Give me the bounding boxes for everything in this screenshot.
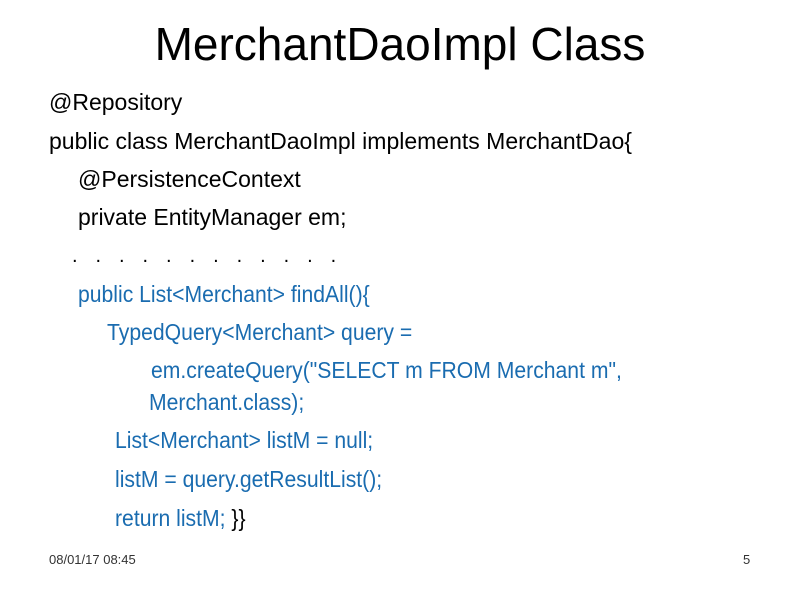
code-line-annotation-persistence-context: @PersistenceContext — [78, 166, 301, 192]
ellipsis-separator: . . . . . . . . . . . . — [72, 245, 343, 267]
footer-date: 08/01/17 08:45 — [49, 552, 136, 567]
code-line-class-declaration: public class MerchantDaoImpl implements … — [49, 128, 632, 154]
code-line-return: return listM; }} — [115, 503, 246, 533]
code-line-list-declaration: List<Merchant> listM = null; — [115, 427, 374, 453]
page-number: 5 — [743, 552, 751, 567]
code-line-merchant-class: Merchant.class); — [149, 389, 305, 415]
code-line-annotation-repository: @Repository — [49, 89, 183, 115]
code-line-get-result-list: listM = query.getResultList(); — [115, 466, 383, 492]
slide-title: MerchantDaoImpl Class — [154, 18, 646, 70]
code-line-findall-signature: public List<Merchant> findAll(){ — [78, 281, 370, 307]
code-line-create-query: em.createQuery("SELECT m FROM Merchant m… — [151, 357, 622, 383]
return-statement: return listM; — [115, 505, 232, 531]
closing-braces: }} — [231, 505, 246, 531]
code-line-entity-manager-field: private EntityManager em; — [78, 204, 347, 230]
code-line-typed-query: TypedQuery<Merchant> query = — [107, 319, 413, 345]
